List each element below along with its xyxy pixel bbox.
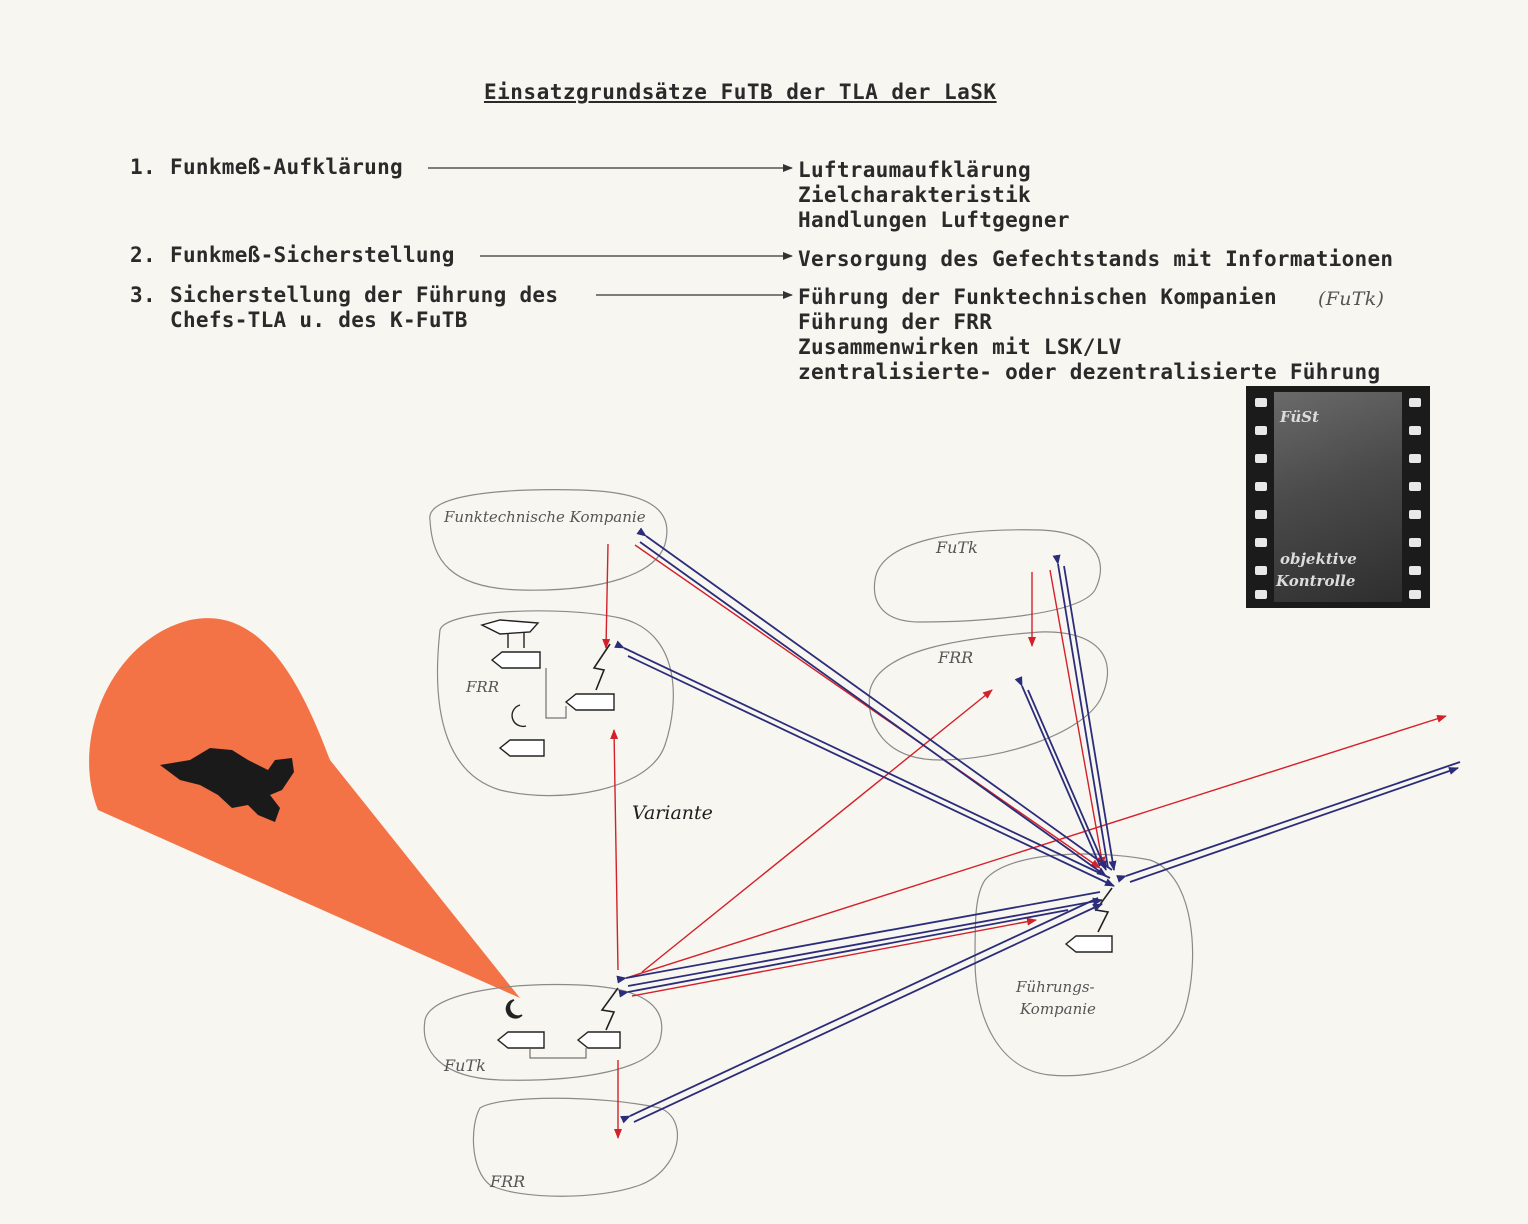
film-strip-photo: FüSt objektive Kontrolle — [1246, 386, 1430, 608]
principle-3-result-4: zentralisierte- oder dezentralisierte Fü… — [798, 360, 1381, 384]
label-funktechnische-kompanie: Funktechnische Kompanie — [444, 508, 646, 526]
principle-3-name-line-1: Sicherstellung der Führung des — [170, 283, 559, 307]
red-arrows — [602, 543, 1447, 1139]
principle-1-result-1: Luftraumaufklärung — [798, 158, 1031, 182]
principle-2-result-1: Versorgung des Gefechtstands mit Informa… — [798, 247, 1394, 271]
film-hole-icon — [1409, 398, 1421, 407]
blue-arrow-futk-fuehrung-a — [616, 891, 1101, 984]
ellipse-futk-bottom — [423, 984, 663, 1081]
futk-bottom-command-icon — [576, 1031, 621, 1049]
film-label-fuest: FüSt — [1280, 408, 1320, 426]
frr-left-unit-2-icon — [498, 739, 545, 757]
principle-2-name: Funkmeß-Sicherstellung — [170, 243, 455, 267]
blue-arrow-outbound-2 — [1129, 767, 1459, 883]
label-frr-left: FRR — [466, 678, 499, 696]
principle-1-result-2: Zielcharakteristik — [798, 183, 1031, 207]
principle-2-number: 2. — [130, 243, 156, 267]
principle-1-number: 1. — [130, 155, 156, 179]
film-label-kontrolle: Kontrolle — [1276, 572, 1356, 590]
label-fuehrungskompanie-line-2: Kompanie — [1020, 1000, 1096, 1018]
blue-arrow-frrbottom-fuehrung-2 — [633, 903, 1103, 1123]
label-frr-right: FRR — [938, 648, 974, 667]
red-arrow-futk-bottom-outbound — [625, 714, 1447, 979]
frr-left-command-icon — [564, 693, 615, 711]
red-arrow-ftk-to-frr — [602, 543, 611, 649]
principle-3-number: 3. — [130, 283, 156, 307]
film-hole-icon — [1409, 454, 1421, 463]
blue-arrow-frr-fuehrung-2 — [627, 655, 1115, 887]
blue-arrow-frrbottom-fuehrung-1 — [620, 897, 1099, 1124]
principle-3-result-2: Führung der FRR — [798, 310, 993, 334]
principle-3-name-line-2: Chefs-TLA u. des K-FuTB — [170, 308, 468, 332]
blue-arrows — [614, 527, 1461, 1124]
ellipse-futk-top-right — [873, 529, 1101, 623]
film-hole-icon — [1255, 398, 1267, 407]
futk-bottom-antenna-icon — [600, 987, 619, 1031]
label-variante: Variante — [632, 802, 713, 824]
futk-bottom-radar-icon — [505, 999, 523, 1019]
label-futk-bottom: FuTk — [444, 1056, 486, 1075]
film-hole-icon — [1409, 510, 1421, 519]
principle-connectors — [428, 164, 793, 299]
film-hole-icon — [1255, 454, 1267, 463]
radar-beam — [89, 618, 521, 998]
ellipse-frr-bottom — [472, 1097, 678, 1197]
red-arrow-futk-bottom-to-fuehrung — [631, 917, 1037, 997]
blue-arrow-futk-fuehrung-c — [618, 909, 1069, 998]
document-title: Einsatzgrundsätze FuTB der TLA der LaSK — [484, 80, 997, 104]
futk-bottom-unit-icon — [496, 1031, 545, 1049]
film-hole-icon — [1409, 426, 1421, 435]
blue-arrow-frrright-fuehrung-1 — [1014, 676, 1101, 867]
principle-3-result-1: Führung der Funktechnischen Kompanien — [798, 285, 1277, 309]
film-hole-icon — [1255, 510, 1267, 519]
red-arrow-variante — [610, 729, 619, 971]
blue-arrow-frr-fuehrung-1 — [614, 640, 1111, 879]
frr-left-radar-icon — [511, 704, 527, 728]
principle-3-handwritten-note: (FuTk) — [1318, 288, 1385, 310]
principle-3-result-3: Zusammenwirken mit LSK/LV — [798, 335, 1122, 359]
ellipse-frr-right — [868, 631, 1109, 761]
label-futk-top-right: FuTk — [936, 538, 978, 557]
film-hole-icon — [1255, 482, 1267, 491]
ellipse-funktechnische-kompanie — [429, 489, 668, 591]
film-hole-icon — [1255, 538, 1267, 547]
film-hole-icon — [1255, 566, 1267, 575]
film-hole-icon — [1255, 590, 1267, 599]
frr-left-unit-1-icon — [490, 651, 541, 669]
film-hole-icon — [1409, 566, 1421, 575]
label-frr-bottom: FRR — [490, 1172, 526, 1191]
blue-arrow-ftk-fuehrung-2 — [639, 541, 1107, 877]
red-arrow-ftk-to-fuehrung — [634, 544, 1101, 869]
aircraft-silhouette-icon — [160, 748, 294, 822]
label-fuehrungskompanie-line-1: Führungs- — [1016, 978, 1095, 996]
frr-left-antenna-icon — [592, 643, 611, 691]
blue-arrow-frrright-fuehrung-2 — [1027, 689, 1107, 871]
red-arrow-futk-bottom-to-frr-right — [641, 689, 993, 973]
ellipse-frr-left — [437, 610, 674, 797]
red-arrow-futk-to-fuehrung — [1049, 569, 1106, 867]
fuehrungskompanie-command-icon — [1064, 935, 1113, 953]
blue-arrow-outbound-1 — [1116, 761, 1461, 883]
blue-arrow-ftk-fuehrung-1 — [636, 527, 1113, 871]
film-frame — [1274, 392, 1402, 602]
fuehrungskompanie-antenna-icon — [1094, 887, 1113, 933]
ellipse-fuehrungskompanie — [974, 853, 1194, 1077]
missile-launcher-icon — [480, 619, 540, 635]
principle-1-result-3: Handlungen Luftgegner — [798, 208, 1070, 232]
film-hole-icon — [1409, 590, 1421, 599]
blue-arrow-futk-fuehrung-b — [627, 897, 1103, 987]
film-label-objektive: objektive — [1280, 550, 1357, 568]
film-hole-icon — [1409, 538, 1421, 547]
film-hole-icon — [1409, 482, 1421, 491]
film-hole-icon — [1255, 426, 1267, 435]
blue-arrow-futk-fuehrung-1 — [1052, 554, 1109, 869]
principle-1-name: Funkmeß-Aufklärung — [170, 155, 403, 179]
blue-arrow-futk-fuehrung-2 — [1063, 565, 1117, 871]
